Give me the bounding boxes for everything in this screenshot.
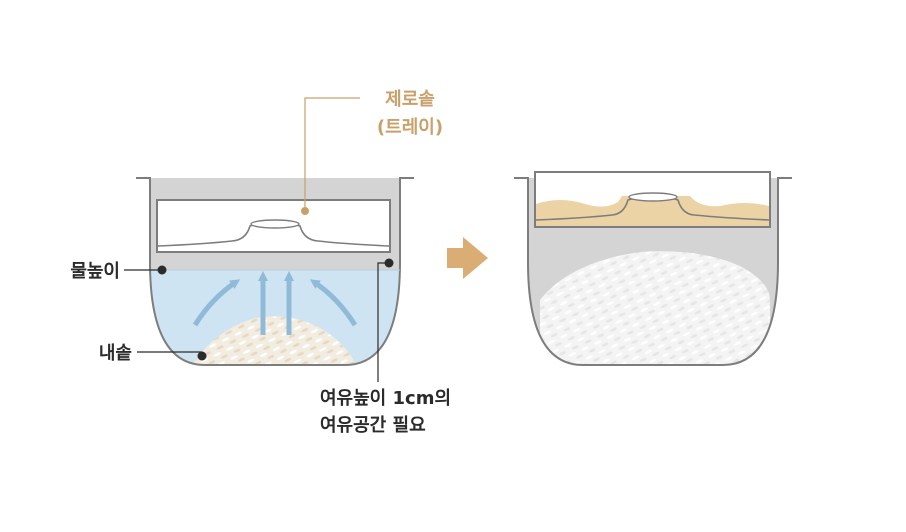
- water-level-label: 물높이: [70, 261, 120, 282]
- tray-label-line1: 제로솥: [385, 89, 435, 110]
- clearance-note-line2: 여유공간 필요: [320, 415, 426, 436]
- steam-arrow-left-curve: [192, 279, 241, 327]
- inner-pot-outline: [136, 177, 414, 366]
- tray-cone-top: [250, 219, 300, 229]
- tray-leader-dot: [301, 207, 309, 215]
- transition-arrow: [447, 237, 488, 279]
- water-level-dot: [157, 265, 167, 275]
- inner-pot-label: 내솥: [99, 343, 132, 364]
- inner-pot-outline: [514, 177, 792, 366]
- tray-leader: [304, 97, 360, 211]
- tray-cooked-food: [536, 196, 769, 226]
- right-pot: [514, 171, 792, 366]
- leader-lines: [124, 97, 394, 382]
- clearance-dot: [384, 258, 394, 268]
- steam-arrow-right-curve: [309, 279, 358, 327]
- clearance-note-line1: 여유높이 1cm의: [320, 388, 451, 409]
- left-pot: [136, 177, 414, 366]
- tray-cone-top: [628, 192, 678, 202]
- tray-label-line2: (트레이): [377, 117, 443, 138]
- raw-rice-pile: [192, 316, 356, 365]
- inner-pot-dot: [197, 351, 207, 361]
- cooked-rice-pile: [540, 251, 770, 365]
